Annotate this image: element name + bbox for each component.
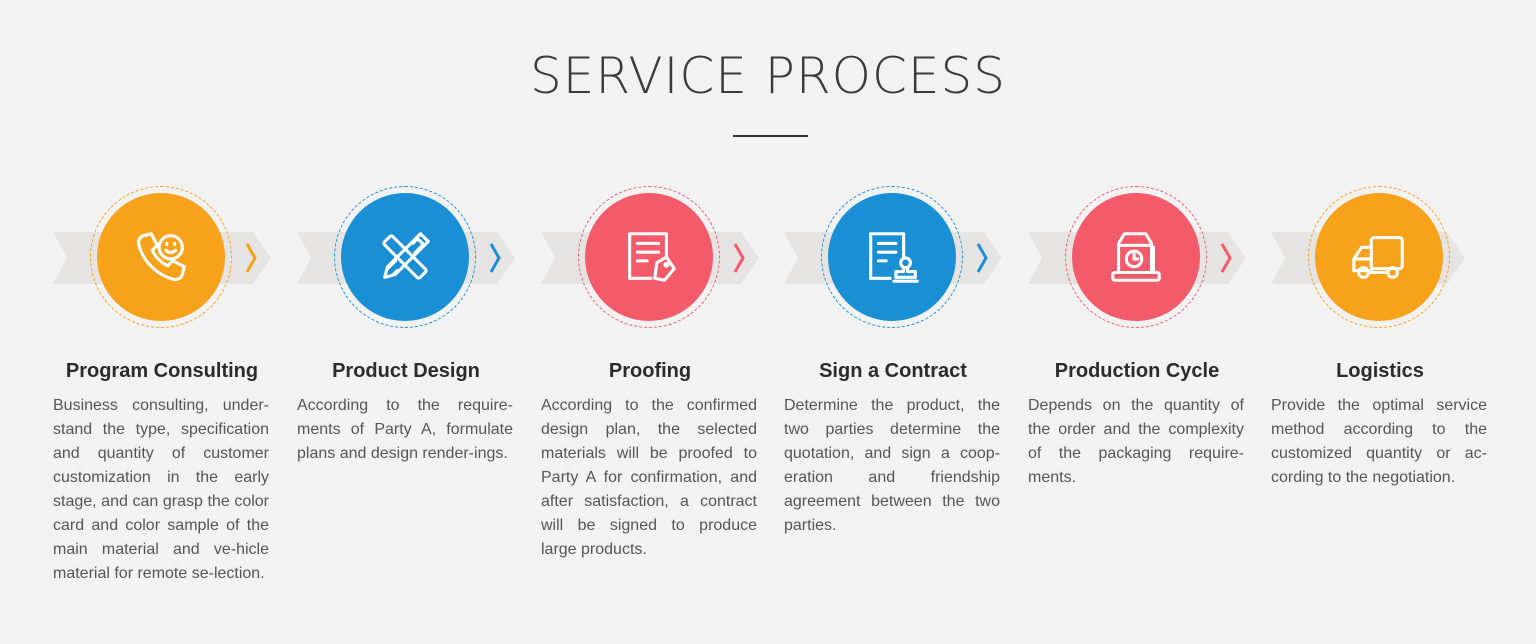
delivery-truck-icon <box>1352 236 1404 279</box>
step-title: Logistics <box>1336 360 1424 382</box>
step-production-cycle: Production Cycle Depends on the quantity… <box>1028 180 1272 640</box>
step-description: Determine the product, the two parties d… <box>784 397 1000 534</box>
step-title: Product Design <box>332 360 480 382</box>
step-icon-circle <box>585 193 713 321</box>
step-product-design: Product Design According to the require-… <box>297 180 541 640</box>
chevron-right-icon <box>489 243 501 273</box>
step-icon-ring <box>1308 186 1450 328</box>
step-program-consulting: Program Consulting Business consulting, … <box>53 180 297 640</box>
machine-clock-icon <box>1111 232 1161 282</box>
step-proofing: Proofing According to the confirmed desi… <box>541 180 785 640</box>
step-description: According to the require-ments of Party … <box>297 397 513 462</box>
step-description: According to the confirmed design plan, … <box>541 397 757 558</box>
step-logistics: Logistics Provide the optimal service me… <box>1271 180 1515 640</box>
pencil-ruler-icon <box>382 232 430 280</box>
step-icon-circle <box>1072 193 1200 321</box>
step-icon-ring <box>334 186 476 328</box>
step-icon-ring <box>1065 186 1207 328</box>
step-title: Sign a Contract <box>819 360 967 382</box>
chevron-right-icon <box>245 243 257 273</box>
step-description: Depends on the quantity of the order and… <box>1028 397 1244 486</box>
chevron-right-icon <box>1220 243 1232 273</box>
step-icon-ring <box>821 186 963 328</box>
step-description: Provide the optimal service method accor… <box>1271 397 1487 486</box>
step-icon-ring <box>578 186 720 328</box>
contract-stamp-icon <box>869 232 919 283</box>
title-divider <box>733 135 808 137</box>
step-title: Program Consulting <box>65 360 259 382</box>
document-tag-icon <box>628 232 676 282</box>
step-description: Business consulting, under-stand the typ… <box>53 397 269 582</box>
step-icon-circle <box>1315 193 1443 321</box>
step-icon-circle <box>97 193 225 321</box>
step-sign-contract: Sign a Contract Determine the product, t… <box>784 180 1028 640</box>
step-title: Proofing <box>608 360 692 382</box>
chevron-right-icon <box>733 243 745 273</box>
step-icon-ring <box>90 186 232 328</box>
chevron-right-icon <box>976 243 988 273</box>
step-title: Production Cycle <box>1054 360 1220 382</box>
step-icon-circle <box>828 193 956 321</box>
page-title: SERVICE PROCESS <box>530 47 1006 105</box>
step-icon-circle <box>341 193 469 321</box>
phone-smile-icon <box>136 232 186 282</box>
